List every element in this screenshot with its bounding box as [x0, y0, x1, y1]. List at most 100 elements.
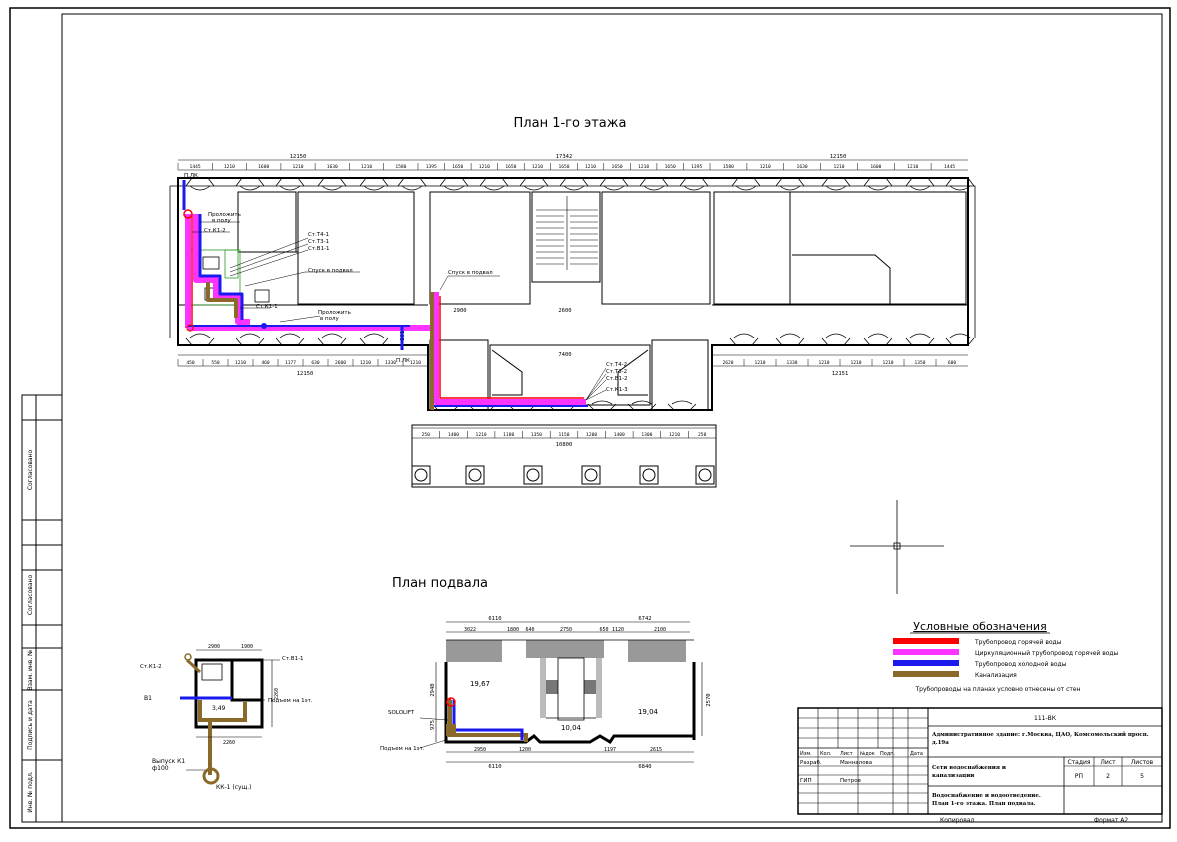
bsmt-dim-r1-2: 640 [525, 627, 534, 633]
dim-top-mid-9: 1650 [665, 164, 676, 170]
stamp-code: 111-ВК [1034, 715, 1057, 722]
stamp-h-date: Дата [910, 751, 923, 757]
bsmt-dim-top2: 6742 [638, 616, 651, 622]
porch-columns [411, 465, 715, 485]
small-stv11: Ст.В1-1 [282, 656, 304, 662]
label-plk-bottom: П.ЛК [396, 358, 410, 364]
dim-top-mid-6: 1210 [585, 164, 596, 170]
stamp-object: Административное здание: г.Москва, ЦАО, … [932, 731, 1149, 746]
small-kk: КК-1 (сущ.) [216, 784, 252, 791]
small-d2260b: 2260 [274, 688, 280, 700]
basement-dim-lines [435, 621, 703, 763]
stamp-dev-role: Разраб. [800, 760, 822, 766]
stamp-sheet: 2 [1106, 773, 1110, 780]
small-podem: Подъем на 1эт. [268, 698, 313, 704]
label-proklad1-b: в полу [212, 218, 231, 224]
dim-top-mid-8: 1210 [638, 164, 649, 170]
title-block [797, 707, 1163, 815]
dim-porch-3: 1180 [503, 432, 514, 438]
dim-top-right-4: 1600 [870, 164, 881, 170]
label-stt42: Ст.Т4-2 [606, 362, 627, 368]
label-stv12: Ст.В1-2 [606, 376, 628, 382]
stamp-h-izm: Изм. [800, 751, 812, 757]
dim-top-mid-2: 1210 [479, 164, 490, 170]
legend-item-sewer: Канализация [975, 672, 1017, 679]
small-d2260: 2260 [223, 740, 235, 746]
stamp-sheets-h: Листов [1131, 759, 1154, 766]
label-stk13: Ст.К1-3 [606, 387, 628, 393]
dim-top-right-5: 1210 [907, 164, 918, 170]
bsmt-area1: 19,67 [470, 680, 490, 688]
label-proklad1-a: Проложить [208, 212, 241, 218]
dim-2600: 2600 [558, 308, 571, 314]
stamp-stage-h: Стадия [1067, 759, 1090, 766]
plan1-walls [169, 177, 976, 488]
legend: Условные обозначения Трубопровод горячей… [893, 620, 1119, 693]
bsmt-dim-top1: 6110 [488, 616, 501, 622]
dim-bot-right-3: 1210 [818, 360, 829, 366]
dim-porch-5: 1150 [558, 432, 569, 438]
dim-porch-8: 1300 [641, 432, 652, 438]
leader-lines-plan1 [192, 221, 607, 401]
stamp-h-ndoc: №док [860, 751, 875, 757]
legend-swatch-cold [893, 660, 959, 666]
basement-leaders [419, 717, 449, 749]
dim-top-left-3: 1210 [292, 164, 303, 170]
sheet-inner-frame [61, 13, 1163, 823]
dim-top-mid-7: 1650 [612, 164, 623, 170]
dim-top-mid-total: 17342 [556, 154, 573, 160]
bsmt-dim-r1-0: 3022 [464, 627, 476, 633]
small-area: 3,49 [212, 705, 226, 712]
dim-bot-left-3: 460 [261, 360, 270, 366]
dim-bot-left-7: 1210 [360, 360, 371, 366]
bsmt-dim-bot0: 2950 [474, 747, 486, 753]
bsmt-area2: 10,04 [561, 724, 582, 732]
dim-bot-right-4: 1210 [850, 360, 861, 366]
legend-item-cold: Трубопровод холодной воды [974, 661, 1067, 668]
dim-top-mid-5: 1650 [558, 164, 569, 170]
small-b1: В1 [144, 695, 152, 702]
label-stt32: Ст.Т3-2 [606, 369, 627, 375]
dim-porch-6: 1200 [586, 432, 597, 438]
basement-title: План подвала [392, 576, 488, 591]
dim-porch-9: 1210 [669, 432, 680, 438]
small-phi: ф100 [152, 765, 169, 772]
crosshair-marker [850, 500, 944, 594]
stamp-copied: Копировал [940, 817, 974, 824]
plan1-title: План 1-го этажа [514, 116, 627, 131]
dim-top-mid-3: 1650 [505, 164, 516, 170]
bsmt-dim-r3-0: 650 [599, 627, 608, 633]
dim-top-mid-10: 1395 [691, 164, 702, 170]
dim-top-right-6: 1445 [944, 164, 955, 170]
bsmt-dim-bot1: 1200 [519, 747, 531, 753]
bsmt-dim-right: 2570 [706, 693, 712, 706]
pipes-plan1 [182, 180, 588, 410]
dim-bottom-left-total: 12150 [297, 371, 314, 377]
dim-top-mid-1: 1650 [452, 164, 463, 170]
bsmt-dim-bot-total1: 6110 [488, 764, 501, 770]
legend-item-hot: Трубопровод горячей воды [974, 639, 1062, 646]
side-stamp-agreed-1: Согласовано [27, 450, 34, 491]
stamp-sheet-h: Лист [1100, 759, 1116, 766]
side-stamp-inv-orig: Инв. № подл. [27, 771, 34, 812]
label-stk11: Ст.К1-1 [256, 304, 278, 310]
dim-top-left-0: 1445 [190, 164, 201, 170]
label-stt31: Ст.Т3-1 [308, 239, 329, 245]
dim-top-right-1: 1210 [760, 164, 771, 170]
small-plan [180, 649, 280, 785]
dim-porch-4: 1350 [531, 432, 542, 438]
bsmt-dim-left: 2940 [430, 683, 436, 696]
small-d1900: 1900 [241, 644, 253, 650]
dim-top-right-total: 12150 [830, 154, 847, 160]
stamp-sheet-title: Водоснабжение и водоотведение.План 1-го … [932, 792, 1041, 807]
dim-porch-0: 250 [422, 432, 431, 438]
dim-top-left-6: 1580 [395, 164, 406, 170]
legend-swatch-sewer [893, 671, 959, 677]
label-plk-top: П.ЛК [184, 173, 198, 179]
stamp-dev-name: Манналова [840, 760, 872, 766]
small-vypusk: Выпуск К1 [152, 758, 185, 765]
label-proklad2-b: в полу [320, 316, 339, 322]
